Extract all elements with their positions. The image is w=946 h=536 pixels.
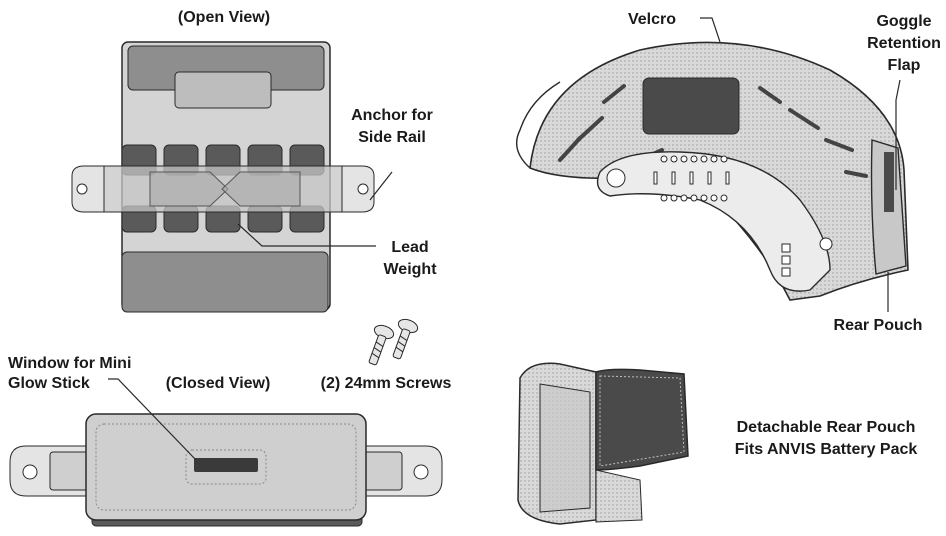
lead-label-line2: Weight <box>383 261 437 278</box>
goggle-label-line1: Goggle <box>876 13 931 30</box>
closed-view-label: (Closed View) <box>166 375 271 392</box>
velcro-panel <box>642 77 740 135</box>
open-view-label: (Open View) <box>178 9 270 26</box>
window-label-line1: Window for Mini <box>8 355 131 372</box>
goggle-label-line2: Retention <box>867 35 941 52</box>
open-view-counterweight <box>71 41 375 313</box>
rear-pouch-label: Rear Pouch <box>834 317 923 334</box>
detachable-label-line2: Fits ANVIS Battery Pack <box>735 441 918 458</box>
window-label-line2: Glow Stick <box>8 375 90 392</box>
anchor-label-line1: Anchor for <box>351 107 433 124</box>
pouch-flap <box>595 368 689 471</box>
detachable-rear-pouch <box>517 362 689 525</box>
screws-label: (2) 24mm Screws <box>321 375 452 392</box>
glow-stick-window <box>194 458 258 472</box>
goggle-label-line3: Flap <box>888 57 921 74</box>
closed-view-counterweight <box>9 413 443 527</box>
lead-label-line1: Lead <box>391 239 428 256</box>
helmet-cover <box>516 41 909 301</box>
detachable-label-line1: Detachable Rear Pouch <box>737 419 916 436</box>
screws <box>368 318 419 366</box>
side-rail-anchor-strap <box>71 165 375 213</box>
velcro-label: Velcro <box>628 11 676 28</box>
anchor-label-line2: Side Rail <box>358 129 426 146</box>
